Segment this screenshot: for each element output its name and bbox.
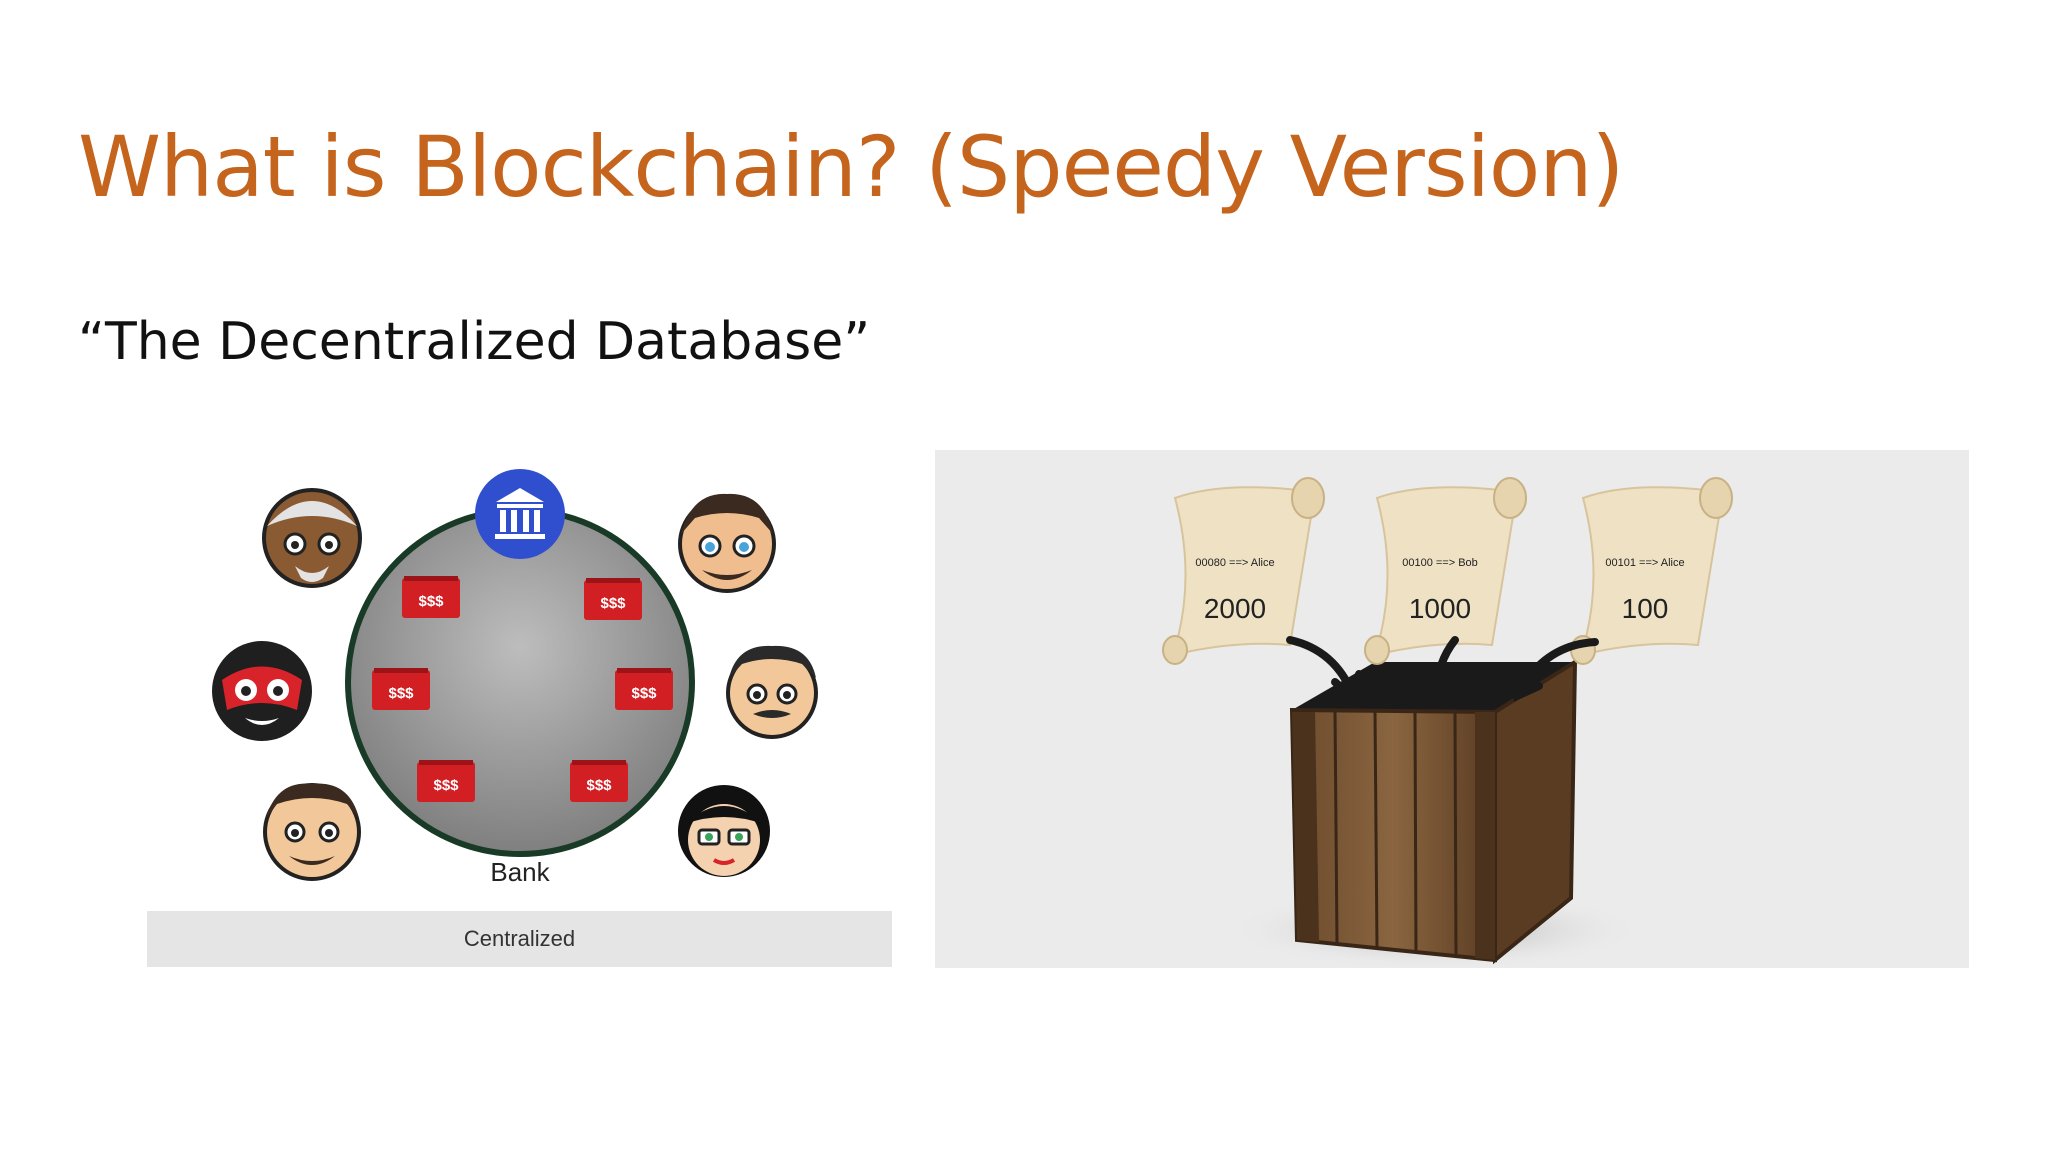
centralized-diagram: $$$ $$$ $$$ $$$ $$$ $$$ — [147, 448, 892, 968]
wallet-icon: $$$ — [372, 668, 430, 710]
wallet-label: $$$ — [586, 777, 612, 794]
slide-title: What is Blockchain? (Speedy Version) — [78, 118, 1624, 216]
avatar-bald-man-icon — [262, 488, 362, 588]
arrow-down-icon — [1419, 636, 1459, 709]
wallet-label: $$$ — [600, 595, 626, 612]
wooden-crate-icon — [1289, 658, 1578, 965]
avatar-masked-hero-icon — [212, 641, 312, 741]
wallet-icon: $$$ — [584, 578, 642, 620]
wallet-icon: $$$ — [417, 760, 475, 802]
wallet-icon: $$$ — [402, 576, 460, 618]
wallet-label: $$$ — [433, 777, 459, 794]
arrow-down-icon — [1509, 638, 1599, 702]
avatar-bearded-man-icon — [263, 783, 361, 881]
wallet-label: $$$ — [388, 685, 414, 702]
wallet-icon: $$$ — [570, 760, 628, 802]
arrow-down-icon — [1286, 636, 1363, 706]
scroll-transaction: 00080 ==> Alice — [1195, 557, 1274, 569]
avatar-woman-glasses-icon — [678, 785, 770, 877]
slide-subtitle: “The Decentralized Database” — [78, 312, 871, 372]
scroll-transaction: 00101 ==> Alice — [1605, 557, 1684, 569]
ledger-crate-illustration: 00080 ==> Alice 2000 00100 ==> Bob 1000 … — [935, 450, 1969, 970]
scroll-icon: 00080 ==> Alice 2000 — [1162, 477, 1325, 665]
scroll-amount: 2000 — [1204, 593, 1266, 624]
avatar-blue-eyed-man-icon — [678, 493, 776, 593]
wallet-label: $$$ — [631, 685, 657, 702]
scroll-transaction: 00100 ==> Bob — [1402, 557, 1478, 569]
centralized-caption: Centralized — [147, 911, 892, 967]
bank-label: Bank — [490, 857, 550, 887]
scroll-icon: 00100 ==> Bob 1000 — [1364, 477, 1527, 665]
bank-building-icon — [475, 469, 565, 559]
wallet-label: $$$ — [418, 593, 444, 610]
avatar-mustache-man-icon — [726, 645, 818, 739]
ledger-crate-svg: 00080 ==> Alice 2000 00100 ==> Bob 1000 … — [1162, 477, 1733, 970]
wallet-icon: $$$ — [615, 668, 673, 710]
scroll-icon: 00101 ==> Alice 100 — [1570, 477, 1733, 665]
scroll-amount: 1000 — [1409, 593, 1471, 624]
scroll-amount: 100 — [1622, 593, 1669, 624]
centralized-diagram-svg: $$$ $$$ $$$ $$$ $$$ $$$ — [212, 469, 818, 887]
